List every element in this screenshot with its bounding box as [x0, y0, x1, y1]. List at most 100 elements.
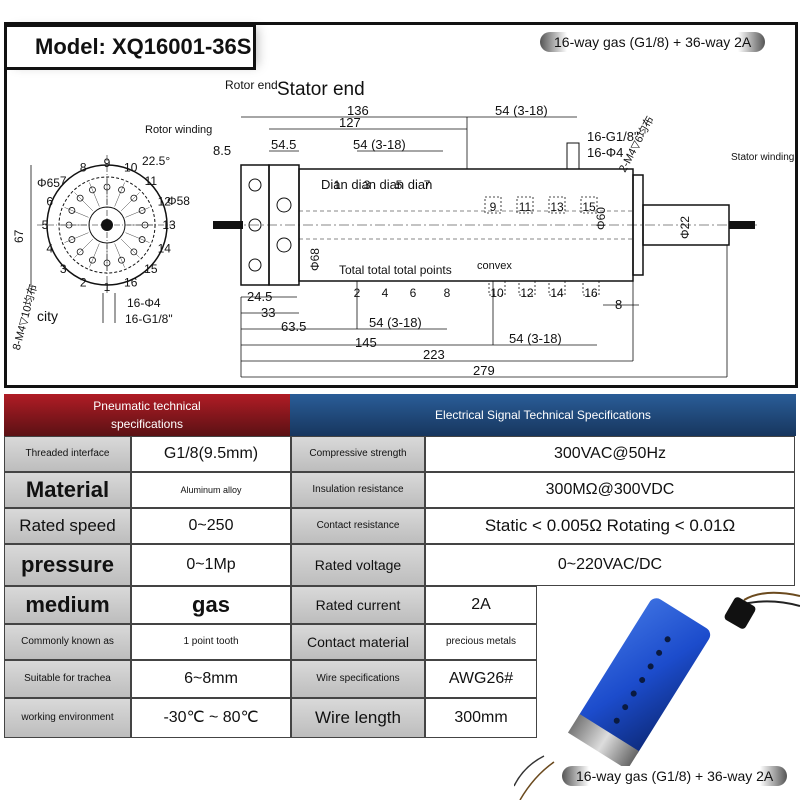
overlay-points: Total total total points	[339, 263, 452, 277]
badge-top: 16-way gas (G1/8) + 36-way 2A	[540, 32, 766, 52]
ring-number: 16	[124, 275, 138, 289]
technical-drawing: Rotor end Stator end Rotor winding Stato…	[4, 22, 798, 388]
phi22-dim: Φ22	[678, 216, 692, 239]
city-overlay: city	[37, 308, 58, 324]
bottom-port-number: 8	[444, 286, 451, 300]
pneumatic-value: -30℃ ~ 80℃	[131, 698, 291, 738]
ring-spoke	[114, 182, 125, 207]
product-image	[513, 591, 800, 800]
ring-hole	[89, 256, 96, 264]
bottom-fittings	[488, 280, 600, 296]
ring-number: 9	[104, 156, 111, 170]
dim-8: 8	[615, 297, 622, 312]
top-fitting	[580, 196, 598, 214]
ring-spoke	[125, 207, 150, 218]
top-fitting	[548, 196, 566, 214]
ring-spoke	[114, 243, 125, 268]
angle-dim: 22.5°	[142, 154, 170, 168]
electrical-label: Compressive strength	[291, 436, 425, 472]
ring-hole	[89, 186, 96, 194]
top-port-number: 7	[424, 178, 431, 192]
bottom-port-number: 14	[550, 286, 564, 300]
model-title: Model: XQ16001-36S	[4, 24, 256, 70]
top-fitting	[484, 196, 502, 214]
ring-16g: 16-G1/8"	[125, 312, 173, 326]
ring-port-holes	[61, 179, 153, 271]
ring-hole	[68, 236, 76, 243]
ring-number: 12	[158, 194, 172, 208]
pneumatic-value: G1/8(9.5mm)	[131, 436, 291, 472]
drawing-svg: Rotor end Stator end Rotor winding Stato…	[10, 78, 795, 378]
dim-54-c: 54 (3-18)	[369, 315, 422, 330]
8-m4-dim: 8-M4▽10均布	[10, 283, 40, 352]
pneumatic-label: pressure	[4, 544, 131, 586]
dimension-texts: 136 127 54 (3-18) 54 (3-18) 8.5 54.5 16-…	[213, 103, 639, 378]
dim-54-b: 54 (3-18)	[353, 137, 406, 152]
pneumatic-value: gas	[131, 586, 291, 624]
ring-spoke	[121, 192, 140, 211]
dim-16g: 16-G1/8"	[587, 129, 639, 144]
ring-number: 6	[46, 194, 53, 208]
electrical-label: Wire length	[291, 698, 425, 738]
ring-spoke	[64, 232, 89, 243]
electrical-value: precious metals	[425, 624, 537, 660]
ring-spoke	[121, 239, 140, 258]
ring-hole	[118, 256, 125, 264]
electrical-label: Rated current	[291, 586, 425, 624]
ring-number: 13	[162, 218, 176, 232]
rotor-winding-label: Rotor winding	[145, 124, 212, 136]
electrical-value: 300VAC@50Hz	[425, 436, 795, 472]
height-67-dim: 67	[12, 229, 26, 243]
ring-hole	[130, 194, 138, 202]
ring-spoke	[89, 182, 100, 207]
top-port-number: 5	[396, 178, 403, 192]
top-port-number: 3	[364, 178, 371, 192]
bottom-port-number: 10	[490, 286, 504, 300]
electrical-label: Rated voltage	[291, 544, 425, 586]
product-photo	[513, 586, 800, 800]
top-port-number: 9	[490, 200, 497, 214]
dim-33: 33	[261, 305, 275, 320]
rotor-end-label: Rotor end	[225, 78, 278, 92]
ring-16phi: 16-Φ4	[127, 296, 161, 310]
bottom-fitting	[518, 280, 536, 296]
ring-number: 8	[80, 161, 87, 175]
electrical-value: Static < 0.005Ω Rotating < 0.01Ω	[425, 508, 795, 544]
dim-223: 223	[423, 347, 445, 362]
dim-54-a: 54 (3-18)	[495, 103, 548, 118]
dim-136: 136	[347, 103, 369, 118]
ring-number: 10	[124, 161, 138, 175]
pneumatic-value: 6~8mm	[131, 660, 291, 698]
pneumatic-label: Material	[4, 472, 131, 508]
pneumatic-label: medium	[4, 586, 131, 624]
ring-spoke	[74, 239, 93, 258]
dim-8-5: 8.5	[213, 143, 231, 158]
badge-bottom: 16-way gas (G1/8) + 36-way 2A	[562, 766, 788, 786]
bottom-port-number: 16	[584, 286, 598, 300]
electrical-value: 2A	[425, 586, 537, 624]
ring-hole	[138, 236, 146, 243]
ring-hole	[130, 248, 138, 256]
ring-number: 4	[46, 242, 53, 256]
dim-24-5: 24.5	[247, 289, 272, 304]
pneumatic-header: Pneumatic technical specifications	[4, 394, 290, 436]
phi68-dim: Φ68	[308, 248, 322, 271]
ring-number: 3	[60, 262, 67, 276]
pneumatic-label: Threaded interface	[4, 436, 131, 472]
phi58-dim: Φ58	[167, 194, 190, 208]
pneumatic-value: 1 point tooth	[131, 624, 291, 660]
stator-winding-label: Stator winding	[731, 152, 794, 163]
dimension-lines	[240, 116, 728, 378]
top-fitting	[516, 196, 534, 214]
ring-hole	[76, 194, 84, 202]
pneumatic-label: working environment	[4, 698, 131, 738]
ring-hole	[76, 248, 84, 256]
ring-hole	[118, 186, 125, 194]
overlay-convex: convex	[477, 260, 512, 272]
